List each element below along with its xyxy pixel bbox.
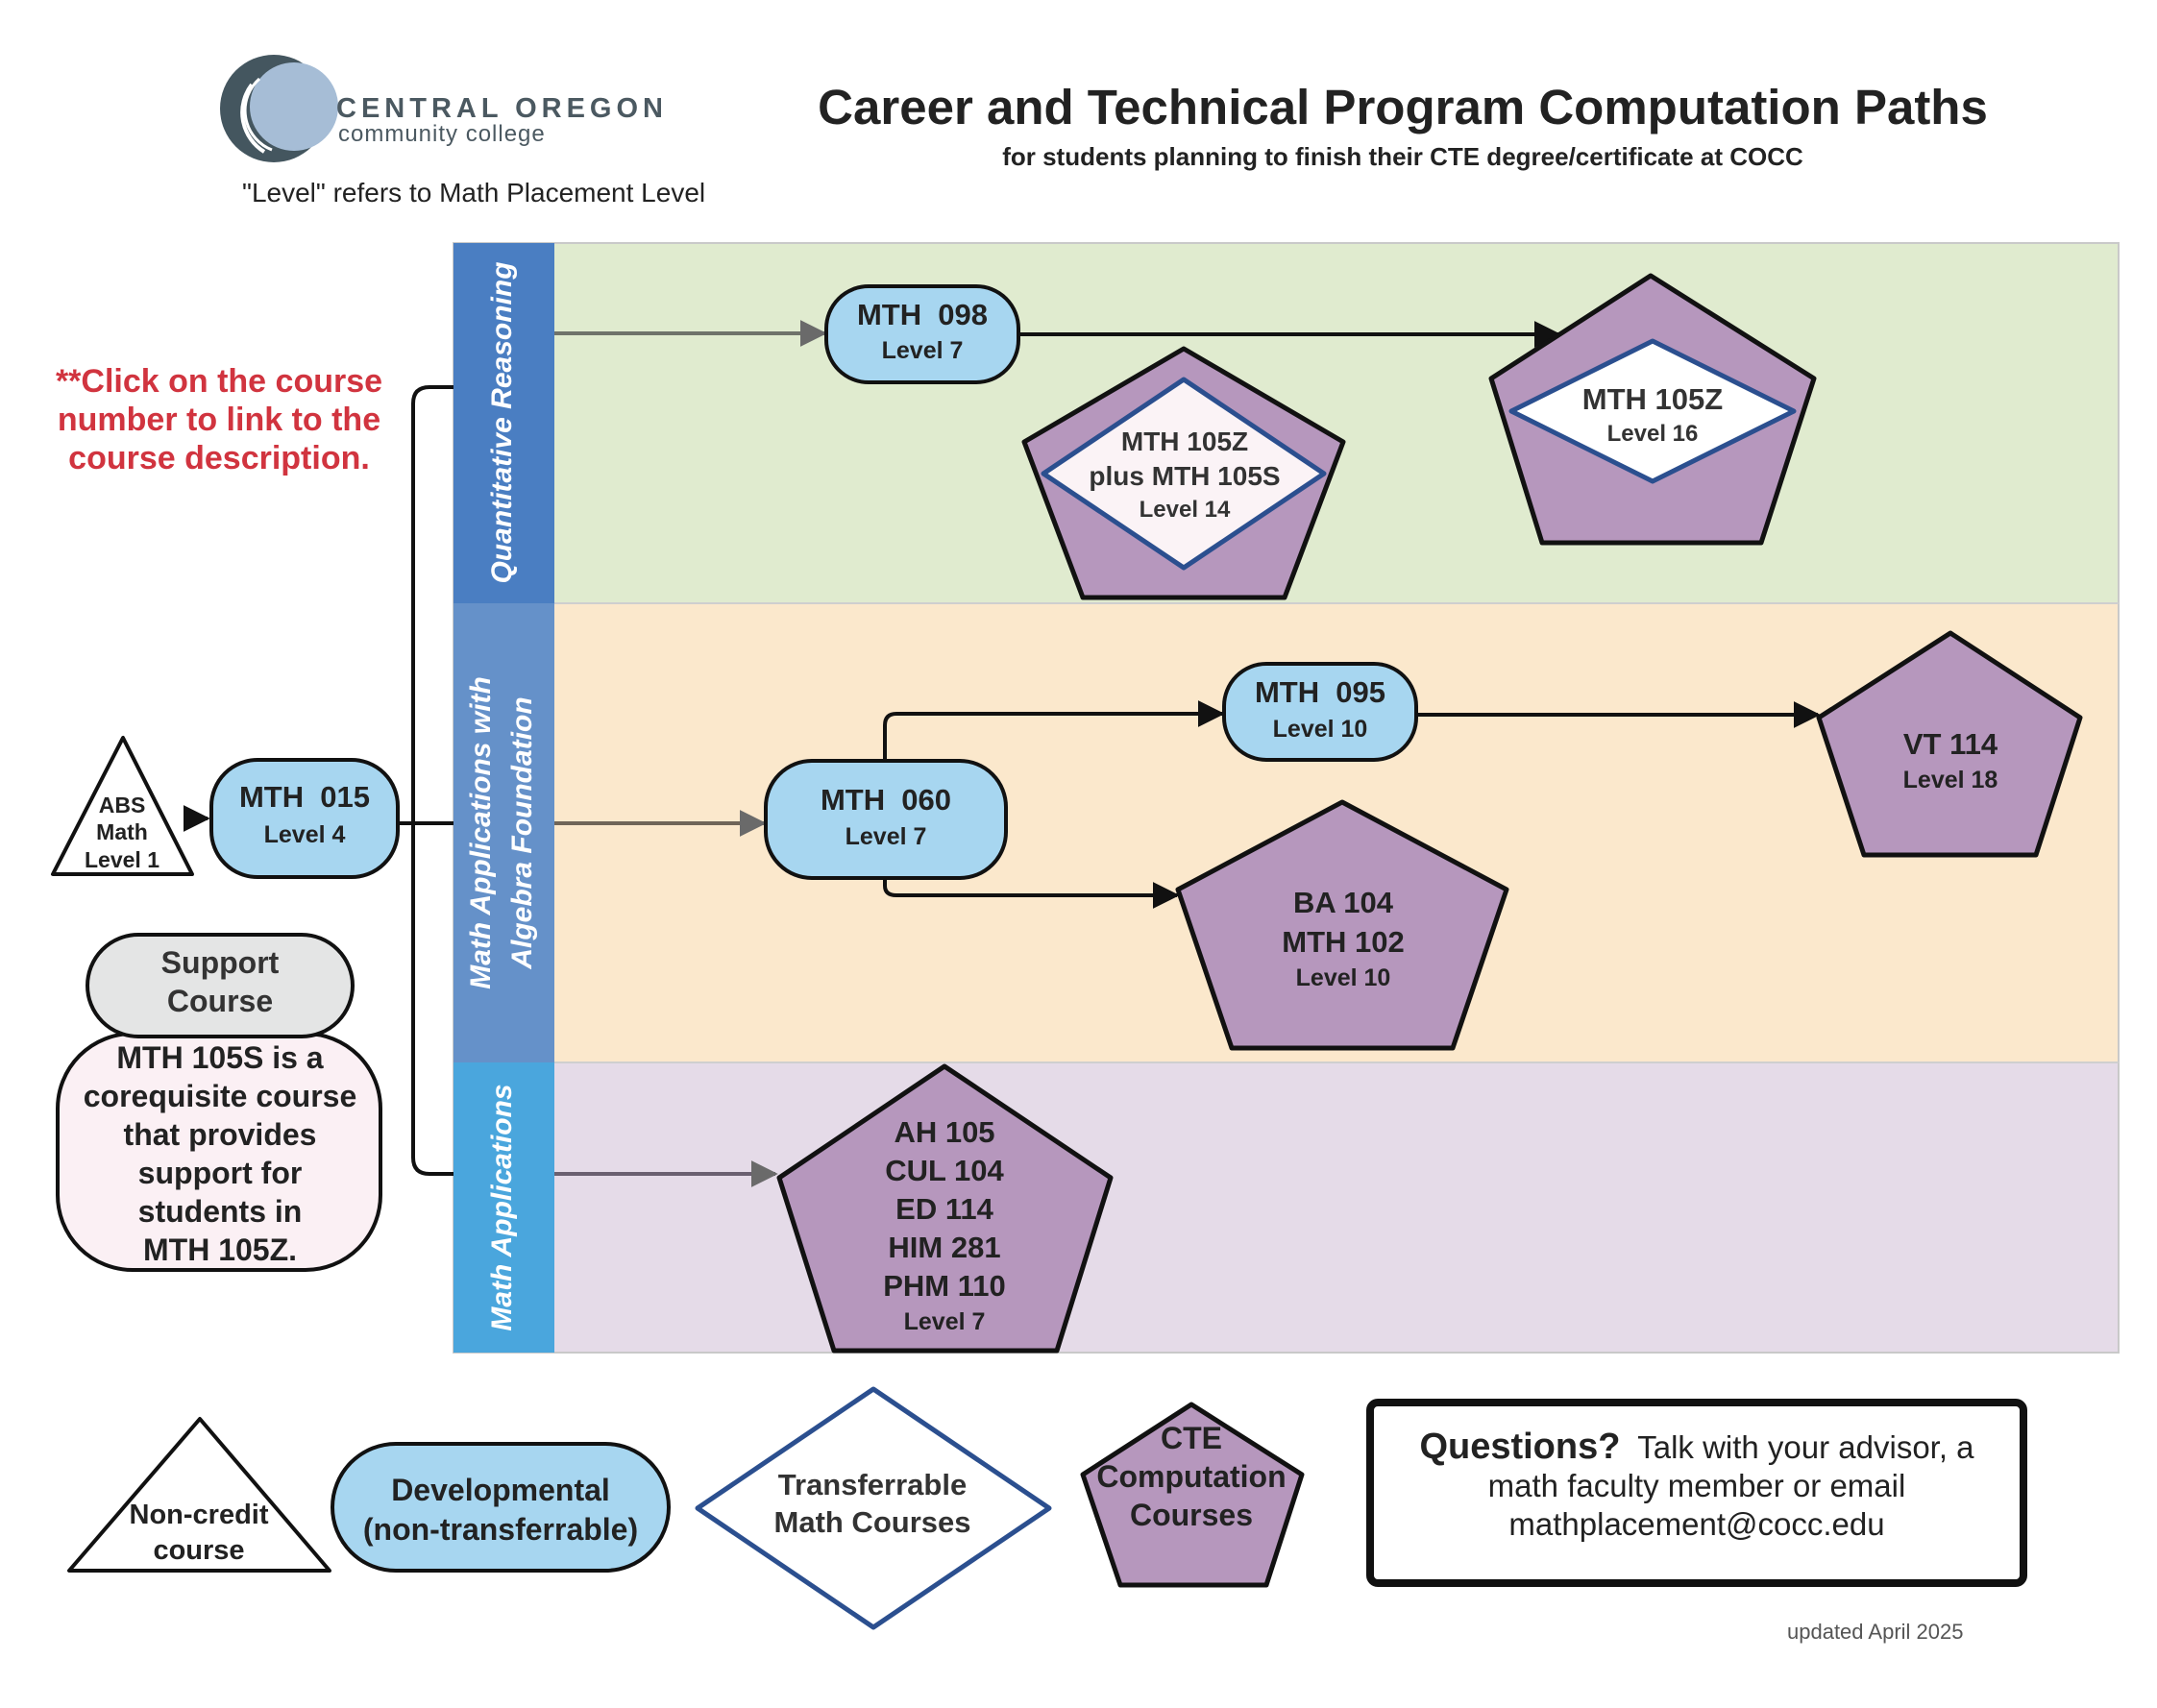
legend-cte-line-1: CTE	[1161, 1421, 1222, 1455]
legend-noncredit-line-2: course	[153, 1535, 244, 1566]
mth095-level: Level 10	[1273, 716, 1368, 743]
abs-line-2: Math	[96, 819, 148, 844]
legend-transferrable-line-1: Transferrable	[778, 1468, 967, 1501]
legend-developmental: Developmental (non-transferrable)	[331, 1442, 671, 1573]
legend-noncredit-line-1: Non-credit	[130, 1500, 269, 1530]
support-body-4: support for	[138, 1156, 303, 1190]
mth098-course-link[interactable]: MTH 098	[857, 298, 988, 331]
ba104-mth102-node[interactable]: BA 104 MTH 102 Level 10	[1175, 799, 1509, 1051]
support-title-1: Support	[161, 945, 280, 980]
abs-line-1: ABS	[99, 793, 146, 817]
vt114-level: Level 18	[1903, 767, 1998, 793]
lane-label-quantitative-reasoning: Quantitative Reasoning	[486, 261, 518, 583]
legend-cte-line-2: Computation	[1096, 1459, 1286, 1494]
mth105z-s-line-2[interactable]: plus MTH 105S	[1089, 461, 1280, 491]
mth105z-s-line-1[interactable]: MTH 105Z	[1121, 427, 1248, 456]
mth105z-node[interactable]: MTH 105Z Level 16	[1488, 273, 1817, 546]
mth095-node[interactable]: MTH 095 Level 10	[1222, 662, 1418, 762]
legend-developmental-line-1: Developmental	[391, 1473, 610, 1507]
support-body-3: that provides	[124, 1117, 317, 1152]
lane-label-math-applications-algebra-1: Math Applications with	[465, 676, 497, 989]
legend-transferrable: Transferrable Math Courses	[695, 1386, 1052, 1630]
questions-line-1: Talk with your advisor, a	[1637, 1429, 1974, 1465]
ba104-course-link[interactable]: BA 104	[1293, 886, 1394, 919]
logo-line-1: CENTRAL OREGON	[336, 93, 668, 124]
mth015-course-link[interactable]: MTH 015	[239, 780, 370, 814]
him281-course-link[interactable]: HIM 281	[888, 1231, 1000, 1264]
questions-email-link[interactable]: mathplacement@cocc.edu	[1508, 1506, 1885, 1542]
mth060-node[interactable]: MTH 060 Level 7	[764, 759, 1008, 880]
mth105z-s-node[interactable]: MTH 105Z plus MTH 105S Level 14	[1021, 346, 1346, 600]
questions-heading: Questions?	[1419, 1427, 1621, 1467]
lane-bg-math-applications	[453, 1061, 2120, 1354]
legend-developmental-line-2: (non-transferrable)	[363, 1512, 638, 1547]
lane-header-math-applications	[453, 1062, 554, 1353]
mth102-course-link[interactable]: MTH 102	[1282, 925, 1404, 959]
vt114-course-link[interactable]: VT 114	[1903, 727, 1998, 761]
support-title-2: Course	[167, 984, 273, 1018]
abs-math-node: ABS Math Level 1	[51, 736, 194, 876]
apps-level: Level 7	[904, 1308, 986, 1335]
mth060-level: Level 7	[846, 823, 927, 850]
lane-header-quantitative-reasoning	[453, 243, 554, 603]
cocc-logo-icon	[220, 55, 338, 162]
mth015-level: Level 4	[264, 821, 346, 848]
vt114-node[interactable]: VT 114 Level 18	[1816, 630, 2083, 858]
connectors	[183, 320, 1821, 1187]
support-body-1: MTH 105S is a	[116, 1040, 323, 1075]
lane-label-math-applications-algebra-2: Algebra Foundation	[506, 696, 538, 969]
ah105-course-link[interactable]: AH 105	[894, 1115, 994, 1149]
mth105z-s-level: Level 14	[1140, 497, 1231, 523]
abs-line-3: Level 1	[85, 847, 159, 872]
support-body-6: MTH 105Z.	[143, 1232, 297, 1267]
updated-date: updated April 2025	[1787, 1620, 1964, 1644]
mth105z-level: Level 16	[1607, 421, 1699, 447]
math-applications-node[interactable]: AH 105 CUL 104 ED 114 HIM 281 PHM 110 Le…	[776, 1063, 1114, 1354]
edge-mth060-to-ba104	[883, 878, 1180, 909]
mth098-level: Level 7	[882, 337, 964, 364]
legend-transferrable-line-2: Math Courses	[774, 1505, 971, 1539]
cul104-course-link[interactable]: CUL 104	[885, 1154, 1004, 1187]
mth060-course-link[interactable]: MTH 060	[821, 783, 951, 817]
edge-mth015-trunk	[398, 385, 453, 1176]
click-note: **Click on the course number to link to …	[55, 363, 383, 476]
support-body-2: corequisite course	[84, 1079, 357, 1113]
legend-cte-line-3: Courses	[1130, 1498, 1253, 1532]
mth015-node[interactable]: MTH 015 Level 4	[209, 758, 400, 879]
phm110-course-link[interactable]: PHM 110	[883, 1269, 1006, 1303]
mth105z-course-link[interactable]: MTH 105Z	[1582, 382, 1723, 416]
lane-header-math-applications-algebra	[453, 603, 554, 1062]
lane-label-math-applications: Math Applications	[486, 1084, 518, 1330]
legend-cte: CTE Computation Courses	[1080, 1402, 1305, 1588]
page-subtitle: for students planning to finish their CT…	[1002, 142, 1803, 171]
ba104-level: Level 10	[1296, 964, 1391, 991]
questions-line-2: math faculty member or email	[1487, 1468, 1906, 1503]
ed114-course-link[interactable]: ED 114	[895, 1192, 993, 1226]
level-note: "Level" refers to Math Placement Level	[242, 178, 706, 207]
legend-noncredit: Non-credit course	[67, 1417, 331, 1573]
edge-mth060-to-mth095	[883, 700, 1225, 762]
logo-line-2: community college	[338, 121, 546, 147]
support-body-5: students in	[138, 1194, 303, 1229]
questions-box: Questions? Talk with your advisor, a mat…	[1366, 1399, 2027, 1587]
mth098-node[interactable]: MTH 098 Level 7	[824, 284, 1020, 384]
page-title: Career and Technical Program Computation…	[818, 80, 1988, 134]
support-course-callout: Support Course MTH 105S is a corequisite…	[56, 933, 382, 1272]
mth095-course-link[interactable]: MTH 095	[1255, 675, 1385, 709]
